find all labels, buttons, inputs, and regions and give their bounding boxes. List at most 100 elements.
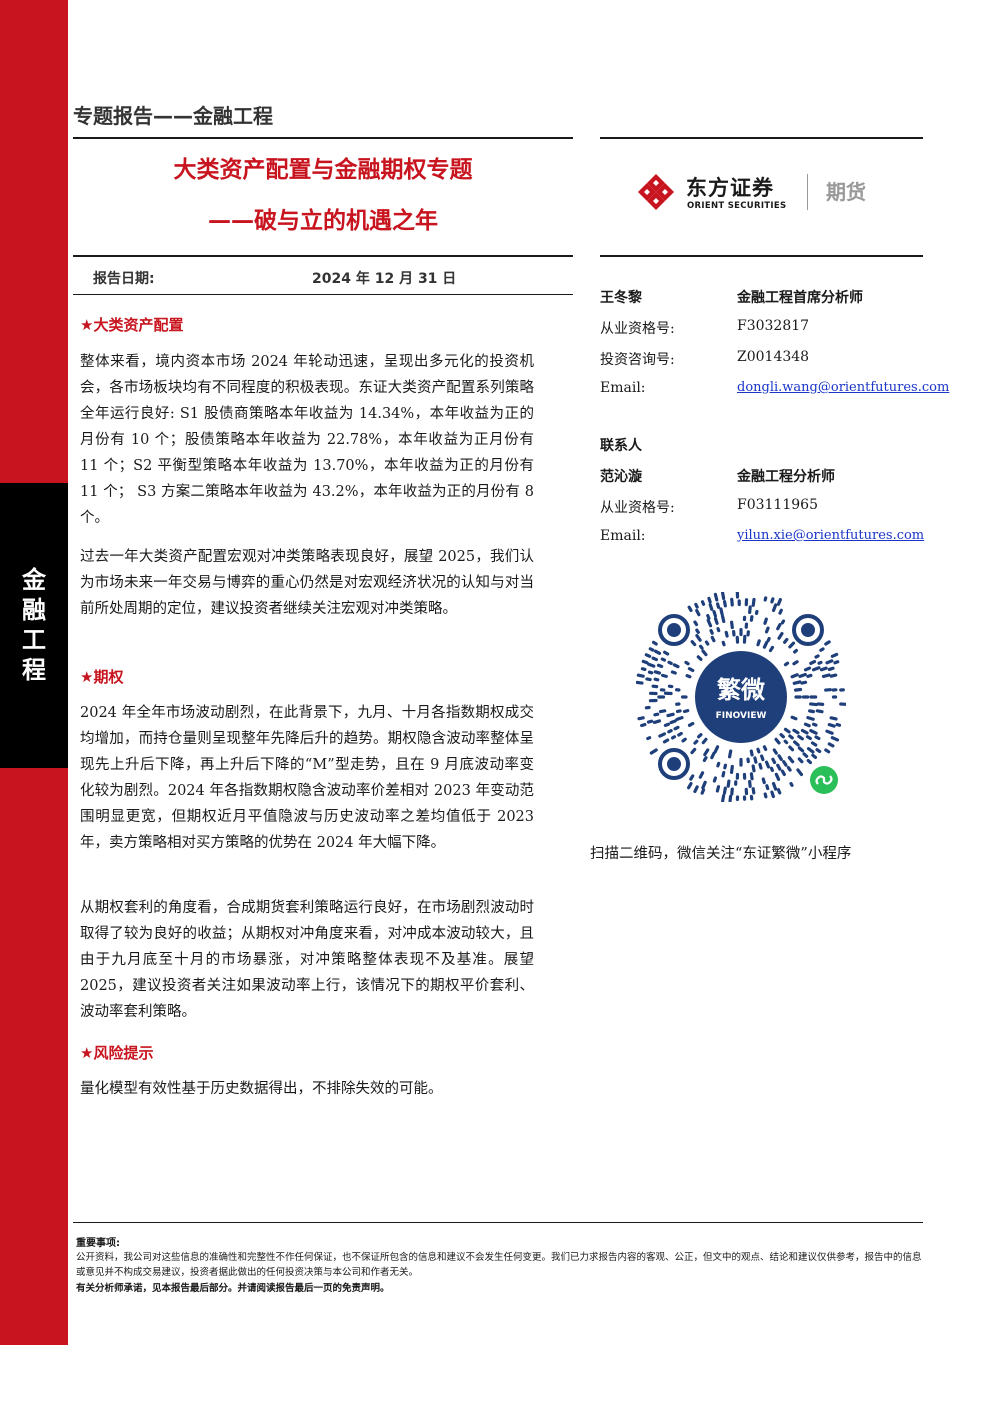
qr-dot xyxy=(667,729,673,734)
qr-dot xyxy=(681,737,687,743)
qr-dot xyxy=(716,761,721,768)
qr-dot xyxy=(713,745,720,754)
qr-dot xyxy=(710,751,716,760)
qr-dot xyxy=(713,592,719,602)
footer-title: 重要事项: xyxy=(76,1238,120,1249)
qr-dot xyxy=(700,600,706,606)
qr-dot xyxy=(830,652,839,658)
qr-dot xyxy=(720,614,726,624)
qr-dot xyxy=(724,630,729,638)
paragraph: 过去一年大类资产配置宏观对冲类策略表现良好，展望 2025，我们认为市场未来一年… xyxy=(80,549,534,617)
qr-dot xyxy=(765,784,770,791)
qr-dot xyxy=(658,732,667,738)
qr-dot xyxy=(783,661,790,667)
qr-dot xyxy=(800,728,809,735)
section-heading-asset-allocation: ★大类资产配置 xyxy=(80,316,184,334)
paragraph: 从期权套利的角度看，合成期货套利策略运行良好，在市场剧烈波动时取得了较为良好的收… xyxy=(80,900,534,1020)
license-label: 从业资格号: xyxy=(600,321,675,337)
qr-dot xyxy=(687,721,695,727)
qr-code[interactable]: 繁微 FINOVIEW xyxy=(636,592,846,802)
qr-dot xyxy=(790,673,799,679)
qr-dot xyxy=(730,620,734,630)
qr-dot xyxy=(788,745,795,752)
qr-dot xyxy=(670,735,677,740)
qr-dot xyxy=(800,680,808,685)
qr-dot xyxy=(769,766,774,773)
footer-rule xyxy=(73,1222,923,1223)
qr-dot xyxy=(672,663,680,669)
qr-dot xyxy=(764,760,771,769)
email-link[interactable]: dongli.wang@orientfutures.com xyxy=(737,380,950,395)
email-link[interactable]: yilun.xie@orientfutures.com xyxy=(737,528,925,543)
qr-dot xyxy=(693,620,699,627)
qr-dot xyxy=(778,608,783,615)
qr-dot xyxy=(821,673,831,678)
qr-dot xyxy=(802,752,809,758)
paragraph: 2024 年全年市场波动剧烈，在此背景下，九月、十月各指数期权成交均增加，而持仓… xyxy=(80,705,534,851)
qr-dot xyxy=(815,748,822,754)
qr-dot xyxy=(703,748,710,757)
report-title-line2: ——破与立的机遇之年 xyxy=(208,208,438,234)
qr-dot xyxy=(653,712,660,717)
qr-dot xyxy=(780,619,786,625)
qr-dot xyxy=(827,666,835,672)
qr-dot xyxy=(825,659,834,665)
license-row: 从业资格号: F03111965 xyxy=(600,497,930,519)
qr-dot xyxy=(708,603,714,611)
qr-dot xyxy=(814,735,821,741)
qr-dot xyxy=(693,785,699,794)
qr-dot xyxy=(786,765,792,772)
qr-dot xyxy=(701,780,707,790)
qr-dot xyxy=(790,715,798,721)
license-row: 从业资格号: F3032817 xyxy=(600,318,930,340)
qr-dot xyxy=(695,628,700,634)
qr-dot xyxy=(787,755,795,764)
qr-dot xyxy=(829,716,838,721)
header-rule-left xyxy=(73,137,573,139)
qr-dot xyxy=(697,733,703,739)
qr-dot xyxy=(636,673,645,678)
qr-dot xyxy=(751,597,756,607)
qr-dot xyxy=(772,748,778,755)
contact-heading: 联系人 xyxy=(600,438,642,454)
qr-dot xyxy=(698,644,704,650)
qr-dot xyxy=(811,753,818,759)
section-heading-risk: ★风险提示 xyxy=(80,1044,154,1062)
qr-dot xyxy=(763,617,768,625)
qr-center-badge xyxy=(695,651,787,743)
logo-mark-icon xyxy=(638,174,674,210)
qr-dot xyxy=(687,782,693,790)
qr-dot xyxy=(806,758,813,765)
qr-dot xyxy=(788,734,794,740)
qr-dot xyxy=(700,788,706,795)
qr-dot xyxy=(777,631,784,640)
qr-dot xyxy=(803,666,812,672)
qr-dot xyxy=(827,742,835,748)
qr-finder-top-right xyxy=(792,614,824,646)
qr-dot xyxy=(689,774,695,781)
analyst-contacts: 王冬黎 金融工程首席分析师 从业资格号: F3032817 投资咨询号: Z00… xyxy=(600,287,949,557)
qr-dot xyxy=(695,608,701,617)
qr-dot xyxy=(806,673,813,678)
report-date-value: 2024 年 12 月 31 日 xyxy=(312,271,457,287)
qr-dot xyxy=(658,709,667,714)
qr-dot xyxy=(751,764,756,773)
qr-dot xyxy=(824,748,831,754)
qr-dot xyxy=(776,788,782,795)
qr-dot xyxy=(830,736,840,742)
qr-dot xyxy=(646,736,652,741)
qr-dot xyxy=(690,747,697,755)
license-number: F03111965 xyxy=(737,497,818,513)
report-title-line1: 大类资产配置与金融期权专题 xyxy=(173,157,473,183)
analyst-name: 范沁漩 xyxy=(600,469,642,485)
qr-dot xyxy=(796,768,804,777)
email-label: Email: xyxy=(600,380,646,396)
qr-dot xyxy=(645,677,652,682)
qr-dot xyxy=(814,654,820,659)
qr-dot xyxy=(771,781,778,791)
qr-dot xyxy=(667,660,673,665)
qr-dot xyxy=(748,605,752,615)
qr-dot xyxy=(712,776,717,783)
qr-dot xyxy=(649,748,658,755)
qr-dot xyxy=(715,785,721,793)
